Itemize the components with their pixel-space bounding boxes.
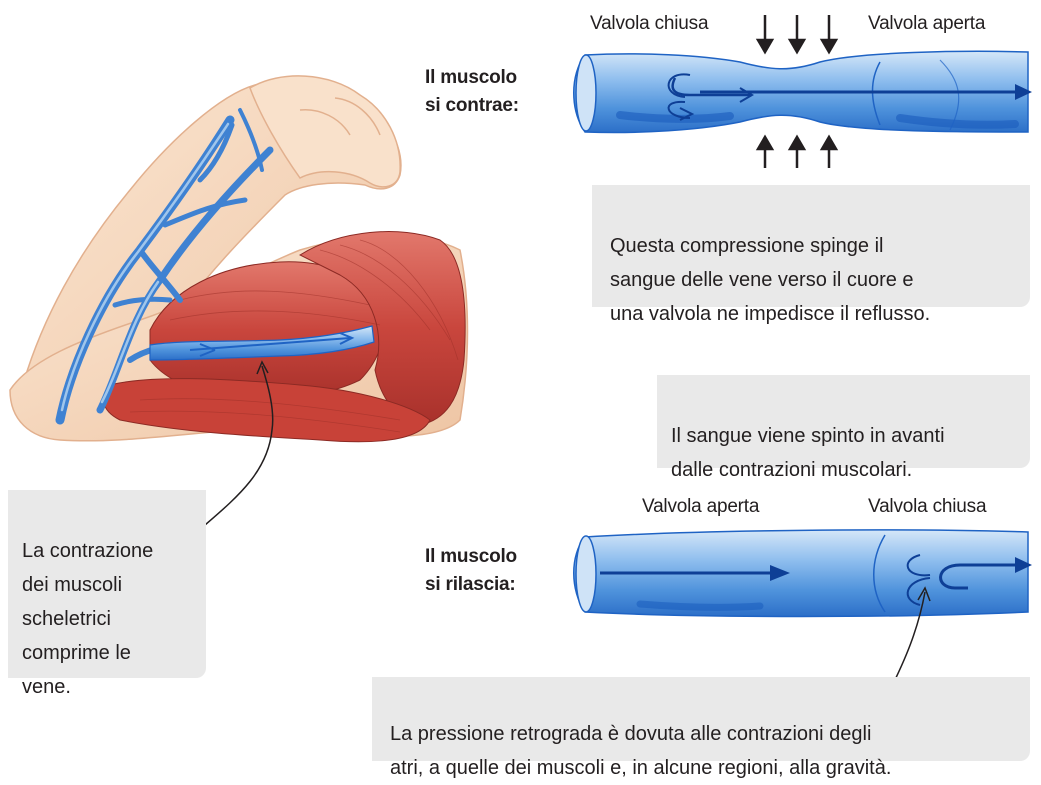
bottom-label-valve-open: Valvola aperta — [642, 496, 760, 517]
top-label-valve-closed: Valvola chiusa — [590, 13, 709, 34]
bottom-vein-diagram — [573, 529, 1032, 618]
compression-arrows-bottom — [755, 134, 839, 168]
lower-muscle — [102, 378, 431, 443]
arm-pointer-line — [204, 365, 274, 526]
bottom-caption-box: La pressione retrograda è dovuta alle co… — [372, 677, 1030, 779]
venous-return-diagram: Valvola chiusa Valvola aperta Il muscolo… — [8, 13, 1032, 779]
top-label-valve-open: Valvola aperta — [868, 13, 986, 34]
bottom-caption: La pressione retrograda è dovuta alle co… — [390, 723, 892, 779]
top-caption: Questa compressione spinge il sangue del… — [610, 235, 931, 325]
middle-caption-box: Il sangue viene spinto in avanti dalle c… — [657, 375, 1030, 481]
compression-arrows-top — [755, 15, 839, 55]
fist — [249, 75, 401, 188]
bottom-muscle-state: Il muscolo si rilascia: — [425, 546, 517, 595]
shoulder-muscle — [298, 231, 466, 426]
valve-pointer-line — [889, 591, 926, 691]
top-muscle-state: Il muscolo si contrae: — [425, 67, 519, 116]
bottom-label-valve-closed: Valvola chiusa — [868, 496, 987, 517]
top-vein-diagram — [573, 15, 1032, 168]
backflow-arrow — [939, 563, 1025, 590]
middle-caption: Il sangue viene spinto in avanti dalle c… — [671, 425, 945, 481]
arm-illustration — [9, 75, 469, 443]
arm-caption: La contrazione dei muscoli scheletrici c… — [22, 540, 154, 698]
arm-caption-box: La contrazione dei muscoli scheletrici c… — [8, 490, 206, 698]
compressed-vein — [149, 325, 375, 361]
top-caption-box: Questa compressione spinge il sangue del… — [592, 185, 1030, 325]
